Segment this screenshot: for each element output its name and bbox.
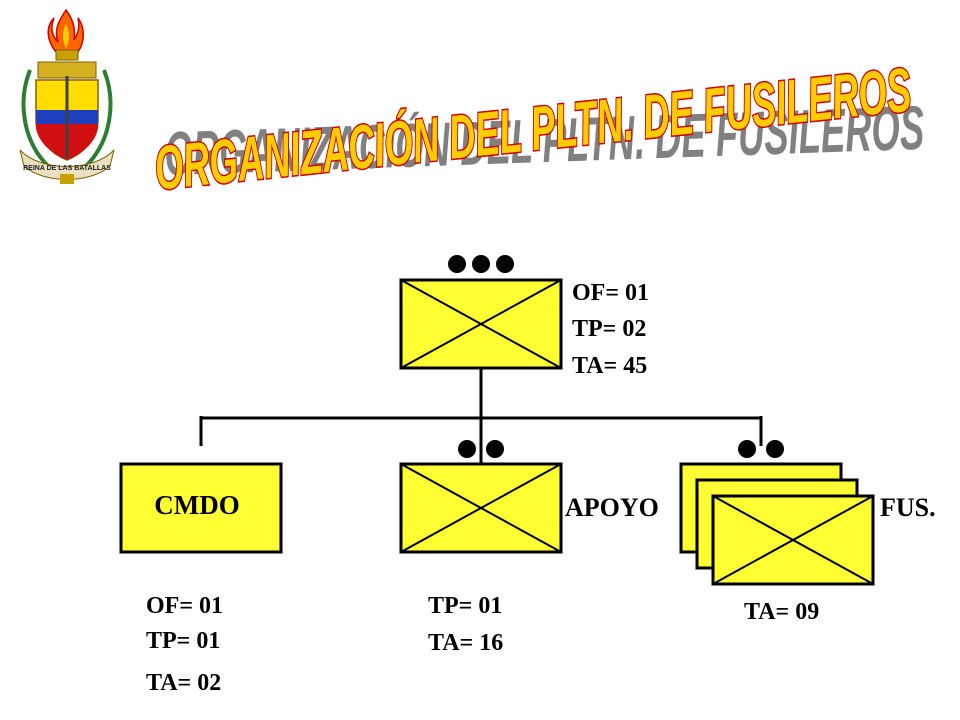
command-unit-box <box>119 462 283 554</box>
page-title: ORGANIZACIÓN DEL PLTN. DE FUSILEROS ORGA… <box>150 54 925 205</box>
platoon-stat-tp: TP= 02 <box>572 316 646 342</box>
platoon-echelon-dot <box>496 255 514 273</box>
platoon-unit: OF= 01 TP= 02 TA= 45 <box>399 255 649 379</box>
rifle-stat-ta: TA= 09 <box>744 599 819 625</box>
crest-motto: REINA DE LAS BATALLAS <box>23 165 111 172</box>
platoon-stat-ta: TA= 45 <box>572 353 647 379</box>
rifle-unit-stack <box>679 462 875 586</box>
page-title-text: ORGANIZACIÓN DEL PLTN. DE FUSILEROS <box>151 56 914 204</box>
support-stat-ta: TA= 16 <box>428 630 503 656</box>
support-echelon-dot <box>486 440 504 458</box>
platoon-stat-of: OF= 01 <box>572 280 649 306</box>
command-stat-tp: TP= 01 <box>146 628 220 654</box>
support-echelon-dots <box>458 440 504 458</box>
command-unit-label: CMDO <box>154 490 239 520</box>
rifle-echelon-dot <box>738 440 756 458</box>
rifle-squad-cross <box>712 495 874 585</box>
support-unit: APOYO TP= 01 TA= 16 <box>399 440 659 656</box>
platoon-echelon-dots <box>448 255 514 273</box>
command-unit: CMDO OF= 01 TP= 01 TA= 02 <box>119 462 283 696</box>
connector-lines <box>199 369 763 464</box>
support-unit-label: APOYO <box>565 493 659 522</box>
army-crest-icon: REINA DE LAS BATALLAS <box>19 8 115 184</box>
rifle-unit: FUS. TA= 09 <box>679 440 936 625</box>
support-echelon-dot <box>458 440 476 458</box>
platoon-echelon-dot <box>472 255 490 273</box>
platoon-echelon-dot <box>448 255 466 273</box>
support-stat-tp: TP= 01 <box>428 593 502 619</box>
command-stat-of: OF= 01 <box>146 593 223 619</box>
rifle-echelon-dot <box>766 440 784 458</box>
command-stat-ta: TA= 02 <box>146 670 221 696</box>
support-unit-cross-b <box>400 463 562 553</box>
platoon-unit-cross-b <box>400 279 562 369</box>
rifle-squad-box <box>711 494 875 586</box>
rifle-unit-label: FUS. <box>880 493 936 522</box>
rifle-echelon-dots <box>738 440 784 458</box>
